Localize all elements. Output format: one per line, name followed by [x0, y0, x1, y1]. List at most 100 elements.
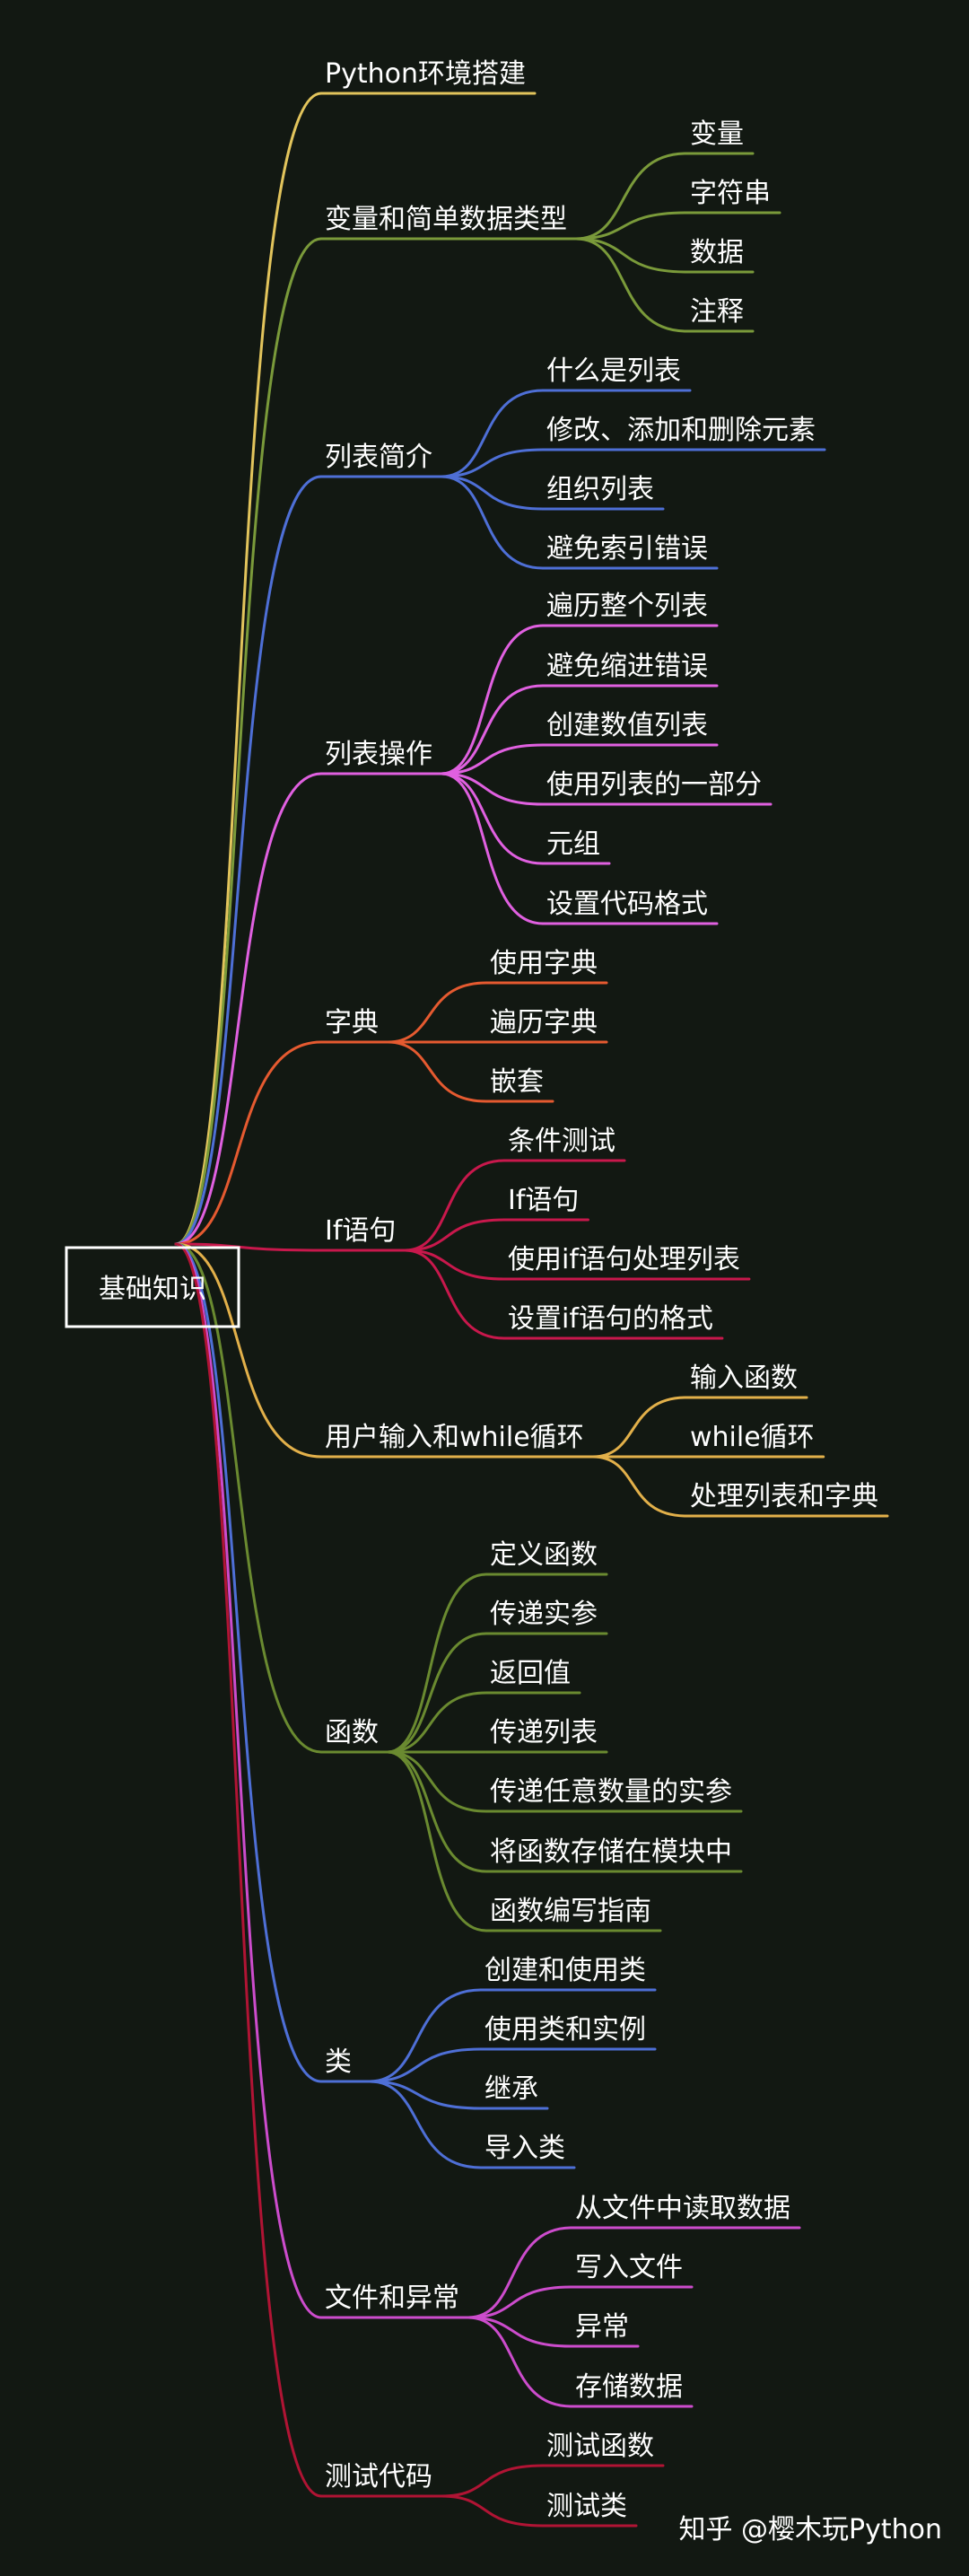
child-link-6-0 — [591, 1396, 688, 1459]
root-link-1 — [174, 237, 323, 1246]
child-link-4-2 — [386, 1040, 488, 1103]
root-link-7 — [174, 1242, 323, 1754]
root-link-5 — [174, 1242, 323, 1252]
child-link-1-2 — [574, 237, 688, 274]
child-link-2-0 — [440, 389, 545, 478]
root-node-label: 基础知识 — [99, 1274, 206, 1305]
root-link-9 — [174, 1242, 323, 2319]
child-label-7-4: 传递任意数量的实参 — [490, 1776, 732, 1808]
child-link-2-1 — [440, 448, 545, 478]
child-label-8-0: 创建和使用类 — [484, 1955, 646, 1986]
child-label-7-5: 将函数存储在模块中 — [490, 1836, 732, 1868]
root-node[interactable]: 基础知识 — [65, 1246, 240, 1328]
child-label-6-0: 输入函数 — [690, 1362, 798, 1394]
child-label-10-0: 测试函数 — [546, 2431, 654, 2462]
root-link-3 — [174, 772, 323, 1246]
child-link-8-0 — [368, 1988, 483, 2083]
child-label-1-0: 变量 — [690, 118, 744, 150]
child-label-9-0: 从文件中读取数据 — [575, 2193, 790, 2224]
child-label-6-1: while循环 — [690, 1422, 815, 1453]
root-link-8 — [174, 1242, 323, 2083]
child-label-4-2: 嵌套 — [490, 1066, 544, 1098]
root-link-4 — [174, 1040, 323, 1246]
child-label-10-1: 测试类 — [546, 2491, 627, 2522]
child-link-5-0 — [403, 1159, 506, 1252]
child-label-5-1: If语句 — [508, 1185, 579, 1216]
child-label-7-1: 传递实参 — [490, 1599, 598, 1630]
child-label-2-1: 修改、添加和删除元素 — [546, 415, 816, 446]
child-label-1-1: 字符串 — [690, 178, 771, 209]
child-link-7-4 — [386, 1750, 488, 1813]
child-link-7-1 — [386, 1632, 488, 1754]
child-link-9-3 — [467, 2316, 573, 2408]
branch-label-6: 用户输入和while循环 — [325, 1422, 584, 1453]
child-link-9-0 — [467, 2226, 573, 2319]
child-link-6-2 — [591, 1455, 688, 1518]
child-link-3-2 — [440, 743, 545, 775]
child-link-7-5 — [386, 1750, 488, 1873]
child-label-5-2: 使用if语句处理列表 — [508, 1244, 740, 1275]
child-label-2-0: 什么是列表 — [546, 355, 681, 387]
child-link-5-2 — [403, 1249, 506, 1281]
child-link-1-1 — [574, 211, 688, 241]
child-link-1-3 — [574, 237, 688, 333]
child-label-6-2: 处理列表和字典 — [690, 1481, 878, 1512]
root-node-frame — [65, 1246, 240, 1328]
child-link-8-3 — [368, 2080, 483, 2169]
connector-layer — [174, 92, 688, 2528]
child-link-7-2 — [386, 1691, 488, 1754]
branch-label-7: 函数 — [325, 1717, 379, 1748]
child-link-10-0 — [440, 2464, 545, 2498]
child-label-4-0: 使用字典 — [490, 948, 598, 979]
child-link-10-1 — [440, 2494, 545, 2528]
child-link-8-2 — [368, 2080, 483, 2110]
branch-label-2: 列表简介 — [325, 442, 432, 473]
child-label-9-2: 异常 — [575, 2311, 629, 2343]
child-link-3-0 — [440, 624, 545, 775]
root-link-0 — [174, 92, 323, 1246]
child-label-8-1: 使用类和实例 — [484, 2014, 646, 2046]
child-label-7-2: 返回值 — [490, 1658, 571, 1689]
branch-label-10: 测试代码 — [325, 2461, 432, 2493]
child-label-9-3: 存储数据 — [575, 2371, 683, 2403]
child-link-1-0 — [574, 152, 688, 241]
child-link-2-2 — [440, 475, 545, 511]
child-label-9-1: 写入文件 — [575, 2252, 683, 2283]
child-label-3-3: 使用列表的一部分 — [546, 769, 762, 801]
child-link-5-3 — [403, 1249, 506, 1340]
child-label-3-0: 遍历整个列表 — [546, 591, 708, 622]
node-layer: Python环境搭建变量和简单数据类型变量字符串数据注释列表简介什么是列表修改、… — [319, 58, 889, 2528]
child-link-9-1 — [467, 2285, 573, 2319]
branch-label-5: If语句 — [325, 1215, 396, 1247]
root-link-2 — [174, 475, 323, 1246]
child-label-7-0: 定义函数 — [490, 1539, 598, 1571]
child-label-7-6: 函数编写指南 — [490, 1896, 651, 1927]
child-label-4-1: 遍历字典 — [490, 1007, 598, 1038]
branch-label-1: 变量和简单数据类型 — [325, 204, 567, 235]
child-link-5-1 — [403, 1218, 506, 1252]
branch-label-3: 列表操作 — [325, 739, 432, 770]
watermark-text: 知乎 @樱木玩Python — [678, 2514, 942, 2545]
child-label-3-4: 元组 — [546, 828, 600, 860]
root-link-6 — [174, 1242, 323, 1459]
child-link-3-4 — [440, 772, 545, 865]
child-link-3-5 — [440, 772, 545, 925]
child-link-8-1 — [368, 2047, 483, 2083]
branch-label-9: 文件和异常 — [325, 2282, 459, 2314]
branch-label-0: Python环境搭建 — [325, 58, 526, 90]
child-label-2-3: 避免索引错误 — [546, 533, 708, 565]
root-link-10 — [174, 1242, 323, 2498]
child-link-9-2 — [467, 2316, 573, 2348]
child-label-8-3: 导入类 — [484, 2133, 565, 2164]
child-link-3-3 — [440, 772, 545, 806]
child-link-7-6 — [386, 1750, 488, 1932]
child-link-7-0 — [386, 1573, 488, 1754]
child-link-3-1 — [440, 684, 545, 775]
child-label-3-5: 设置代码格式 — [546, 889, 708, 920]
child-label-8-2: 继承 — [484, 2073, 538, 2105]
branch-label-8: 类 — [325, 2046, 352, 2078]
child-link-2-3 — [440, 475, 545, 570]
child-label-2-2: 组织列表 — [546, 474, 654, 505]
